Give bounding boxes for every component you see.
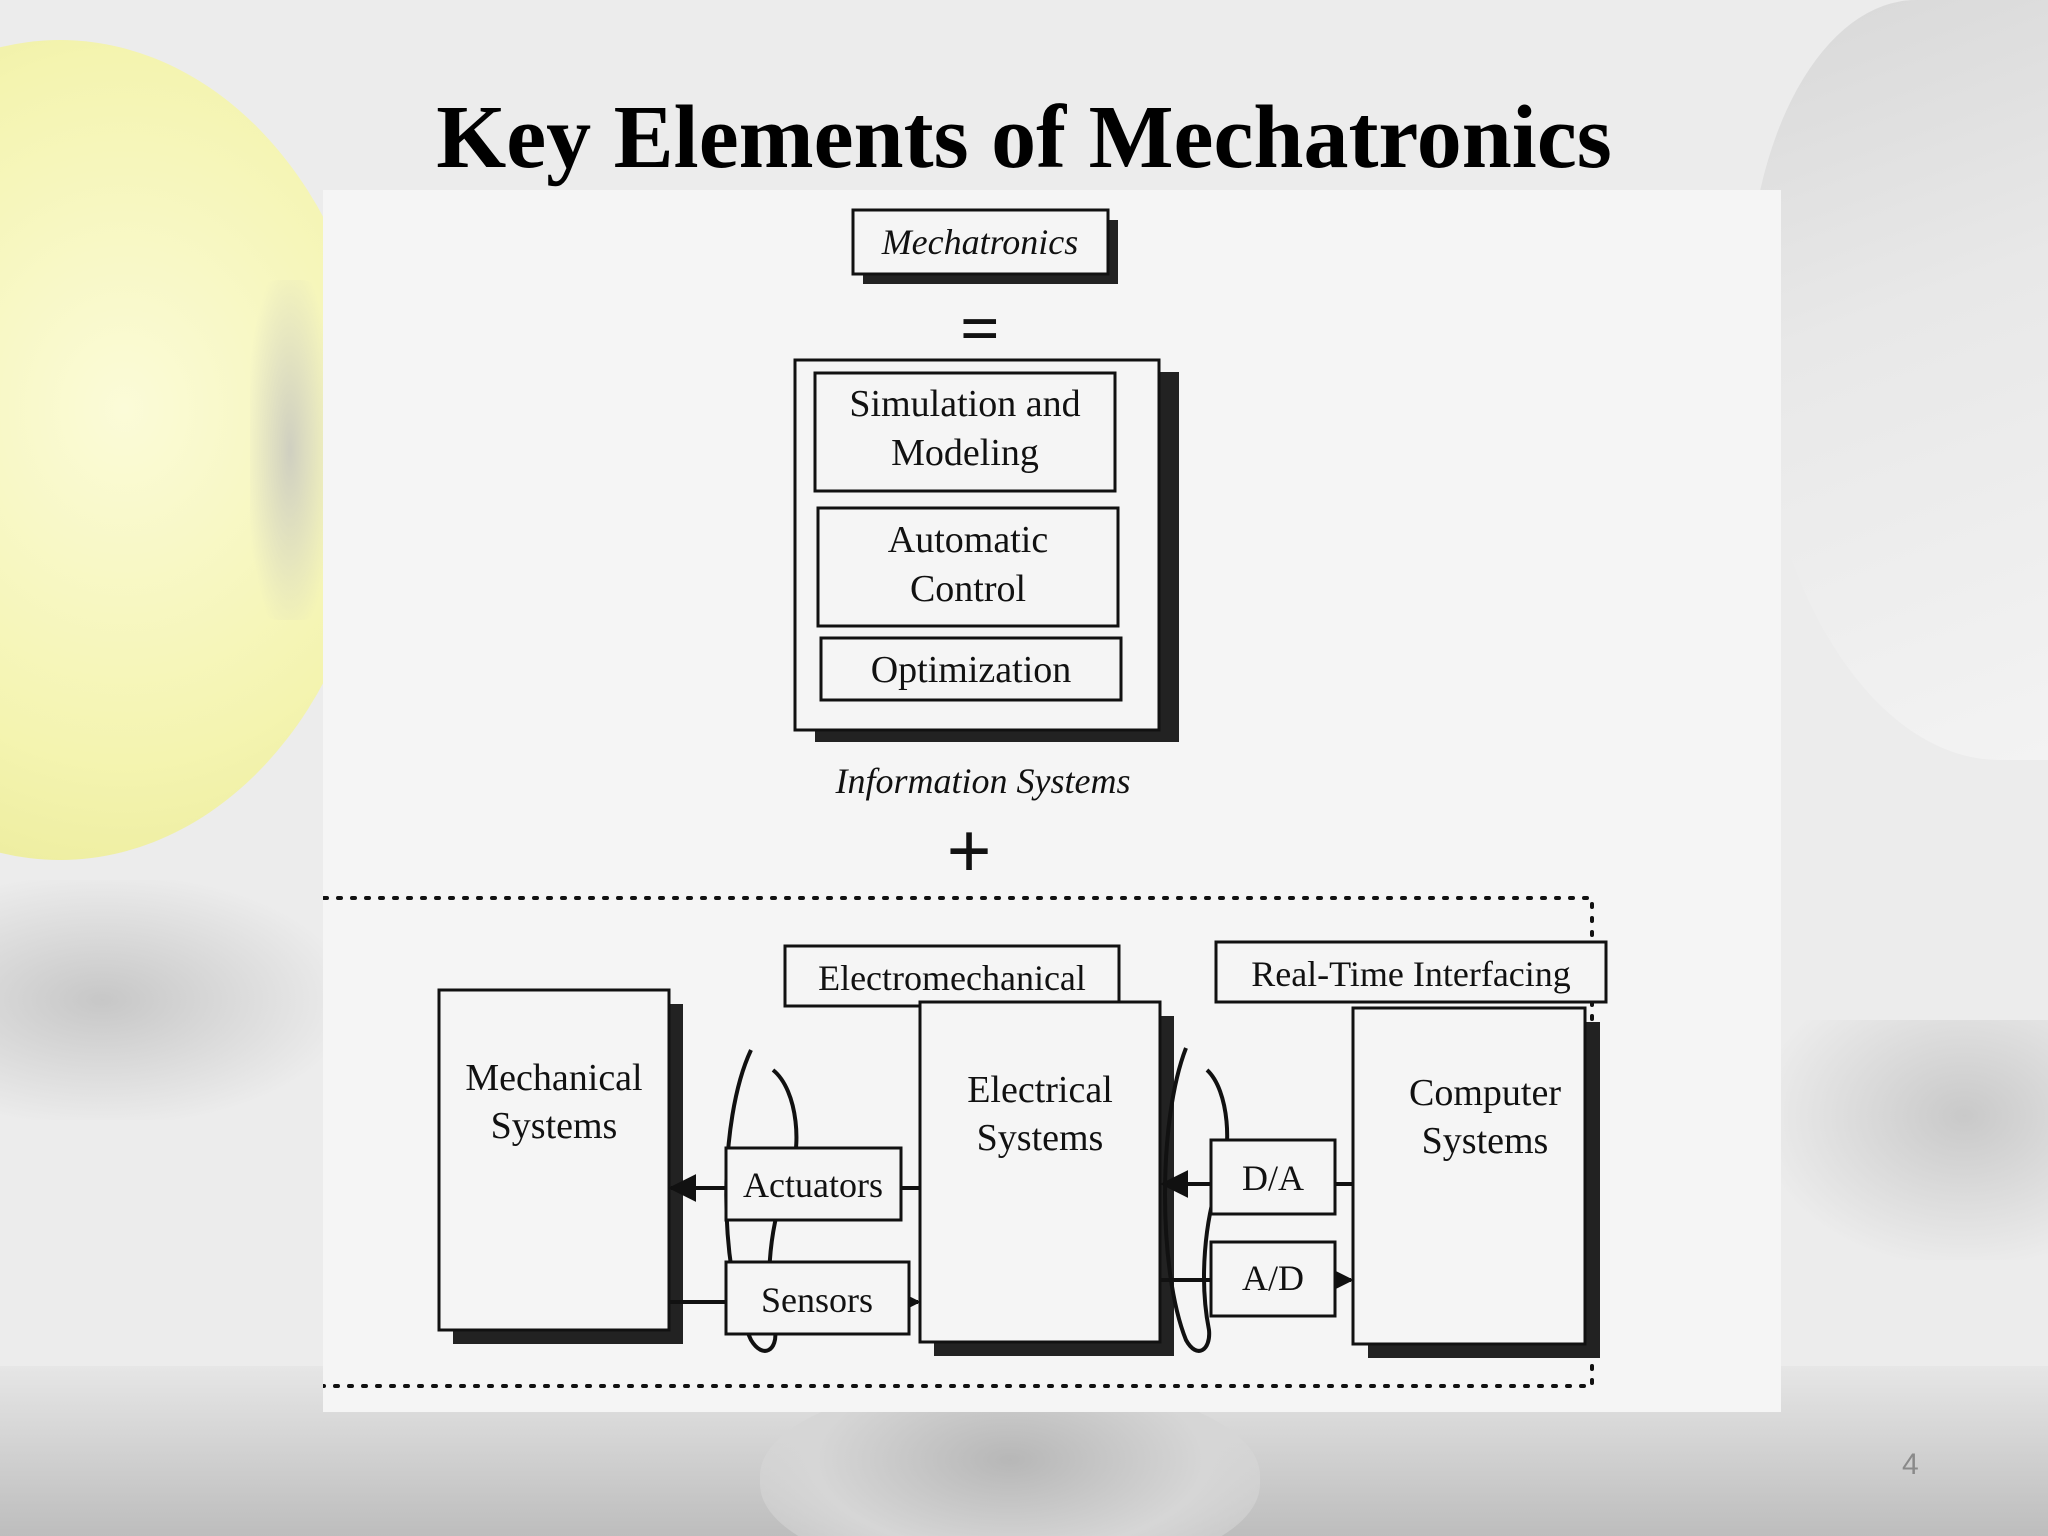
ad-converter-label: A/D [1242,1258,1304,1298]
mechatronics-label: Mechatronics [881,222,1079,262]
page-number: 4 [1902,1448,1919,1481]
slide-title: Key Elements of Mechatronics [436,88,1612,187]
info-item-line: Optimization [871,649,1072,691]
electromechanical-label: Electromechanical [818,958,1086,998]
plus-sign: + [946,808,992,896]
computer-systems-label: Systems [1422,1120,1549,1162]
mechanical-systems-label: Mechanical [465,1057,642,1099]
electrical-systems-box: Electrical Systems [918,1000,1174,1356]
computer-systems-box: Computer Systems [1351,1006,1600,1358]
electrical-systems-label: Systems [977,1117,1104,1159]
info-item-box [819,636,1123,702]
equals-sign: = [960,291,1000,368]
mechanical-systems-label: Systems [491,1105,618,1147]
diagram-canvas: Mechatronics = Simulation and Modeling A… [323,208,1608,1388]
info-item-line: Modeling [891,432,1039,474]
info-item-box [813,371,1117,493]
computer-systems-label: Computer [1409,1072,1561,1114]
background-grey-shape [0,880,340,1120]
background-grey-shape [1768,1020,2048,1260]
info-item-line: Control [910,568,1026,610]
electrical-systems-label: Electrical [967,1069,1113,1111]
realtime-interfacing-box [1214,940,1608,1004]
information-systems-stack: Simulation and Modeling Automatic Contro… [793,358,1179,742]
da-converter-label: D/A [1242,1158,1304,1198]
info-item-line: Automatic [888,519,1048,561]
actuators-label: Actuators [743,1165,883,1205]
sensors-label: Sensors [761,1280,873,1320]
mechanical-systems-box: Mechanical Systems [437,988,683,1344]
background-device-shape [250,280,330,620]
mechatronics-diagram: Mechatronics = Simulation and Modeling A… [323,190,1781,1412]
info-item-box [816,506,1120,628]
information-systems-caption: Information Systems [835,761,1131,801]
ad-converter-box [1209,1240,1337,1318]
actuators-box [724,1146,903,1222]
da-converter-box [1209,1138,1337,1216]
info-item-line: Simulation and [849,383,1080,425]
realtime-interfacing-label: Real-Time Interfacing [1251,954,1571,994]
mechatronics-box: Mechatronics [851,208,1118,284]
sensors-box [724,1260,911,1336]
